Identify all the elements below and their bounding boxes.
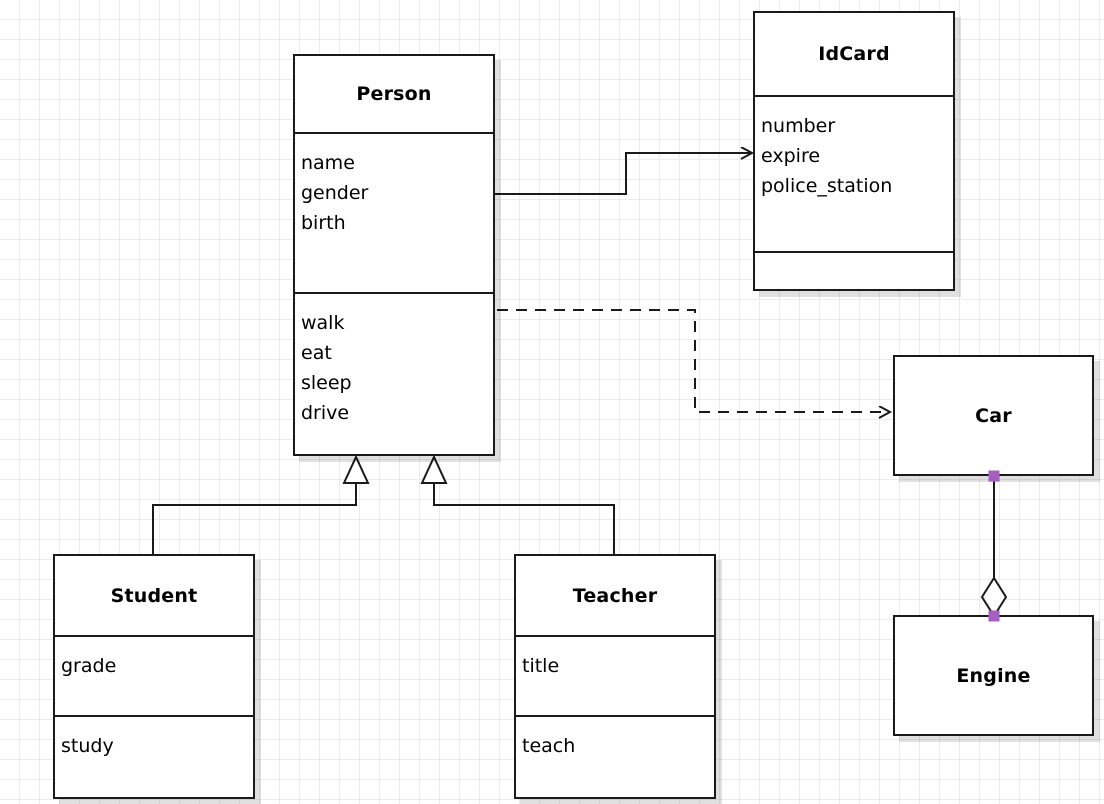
edge-student-person[interactable] xyxy=(152,454,370,556)
edge-person-idcard[interactable] xyxy=(495,153,752,195)
attribute-item: birth xyxy=(301,212,346,234)
class-name-label: IdCard xyxy=(818,43,890,65)
method-item: teach xyxy=(522,735,576,757)
class-name-label: Student xyxy=(110,584,198,607)
connection-handle-engine-top[interactable] xyxy=(988,610,1000,622)
class-title-idcard: IdCard xyxy=(755,13,953,95)
edge-person-car[interactable] xyxy=(497,309,890,412)
uml-class-car[interactable]: Car xyxy=(893,355,1094,476)
class-attributes-student: grade xyxy=(55,635,253,715)
method-item: walk xyxy=(301,312,345,334)
method-item: drive xyxy=(301,402,350,424)
class-name-label: Engine xyxy=(956,664,1031,687)
uml-class-teacher[interactable]: Teacher title teach xyxy=(514,554,716,799)
attribute-item: name xyxy=(301,152,355,174)
class-title-engine: Engine xyxy=(895,617,1092,734)
attribute-item: police_station xyxy=(761,175,893,197)
class-attributes-teacher: title xyxy=(516,635,714,715)
method-item: sleep xyxy=(301,372,352,394)
class-attributes-idcard: number expire police_station xyxy=(755,95,953,251)
method-item: study xyxy=(61,735,114,757)
attribute-item: grade xyxy=(61,655,117,677)
uml-class-engine[interactable]: Engine xyxy=(893,615,1094,736)
method-item: eat xyxy=(301,342,332,364)
edge-car-engine[interactable] xyxy=(980,476,1008,618)
connection-handle-car-bottom[interactable] xyxy=(988,470,1000,482)
class-title-teacher: Teacher xyxy=(516,556,714,635)
attribute-item: expire xyxy=(761,145,821,167)
attribute-item: number xyxy=(761,115,836,137)
class-methods-idcard xyxy=(755,251,953,289)
class-name-label: Teacher xyxy=(572,584,658,607)
class-attributes-person: name gender birth xyxy=(295,132,493,292)
class-methods-teacher: teach xyxy=(516,715,714,797)
attribute-item: gender xyxy=(301,182,369,204)
uml-class-person[interactable]: Person name gender birth walk eat sleep … xyxy=(293,54,495,456)
uml-class-idcard[interactable]: IdCard number expire police_station xyxy=(753,11,955,291)
class-methods-person: walk eat sleep drive xyxy=(295,292,493,454)
class-name-label: Person xyxy=(356,83,432,105)
class-name-label: Car xyxy=(975,404,1012,427)
class-methods-student: study xyxy=(55,715,253,797)
class-title-car: Car xyxy=(895,357,1092,474)
edge-teacher-person[interactable] xyxy=(420,454,615,556)
class-title-person: Person xyxy=(295,56,493,132)
attribute-item: title xyxy=(522,655,560,677)
uml-class-student[interactable]: Student grade study xyxy=(53,554,255,799)
class-title-student: Student xyxy=(55,556,253,635)
